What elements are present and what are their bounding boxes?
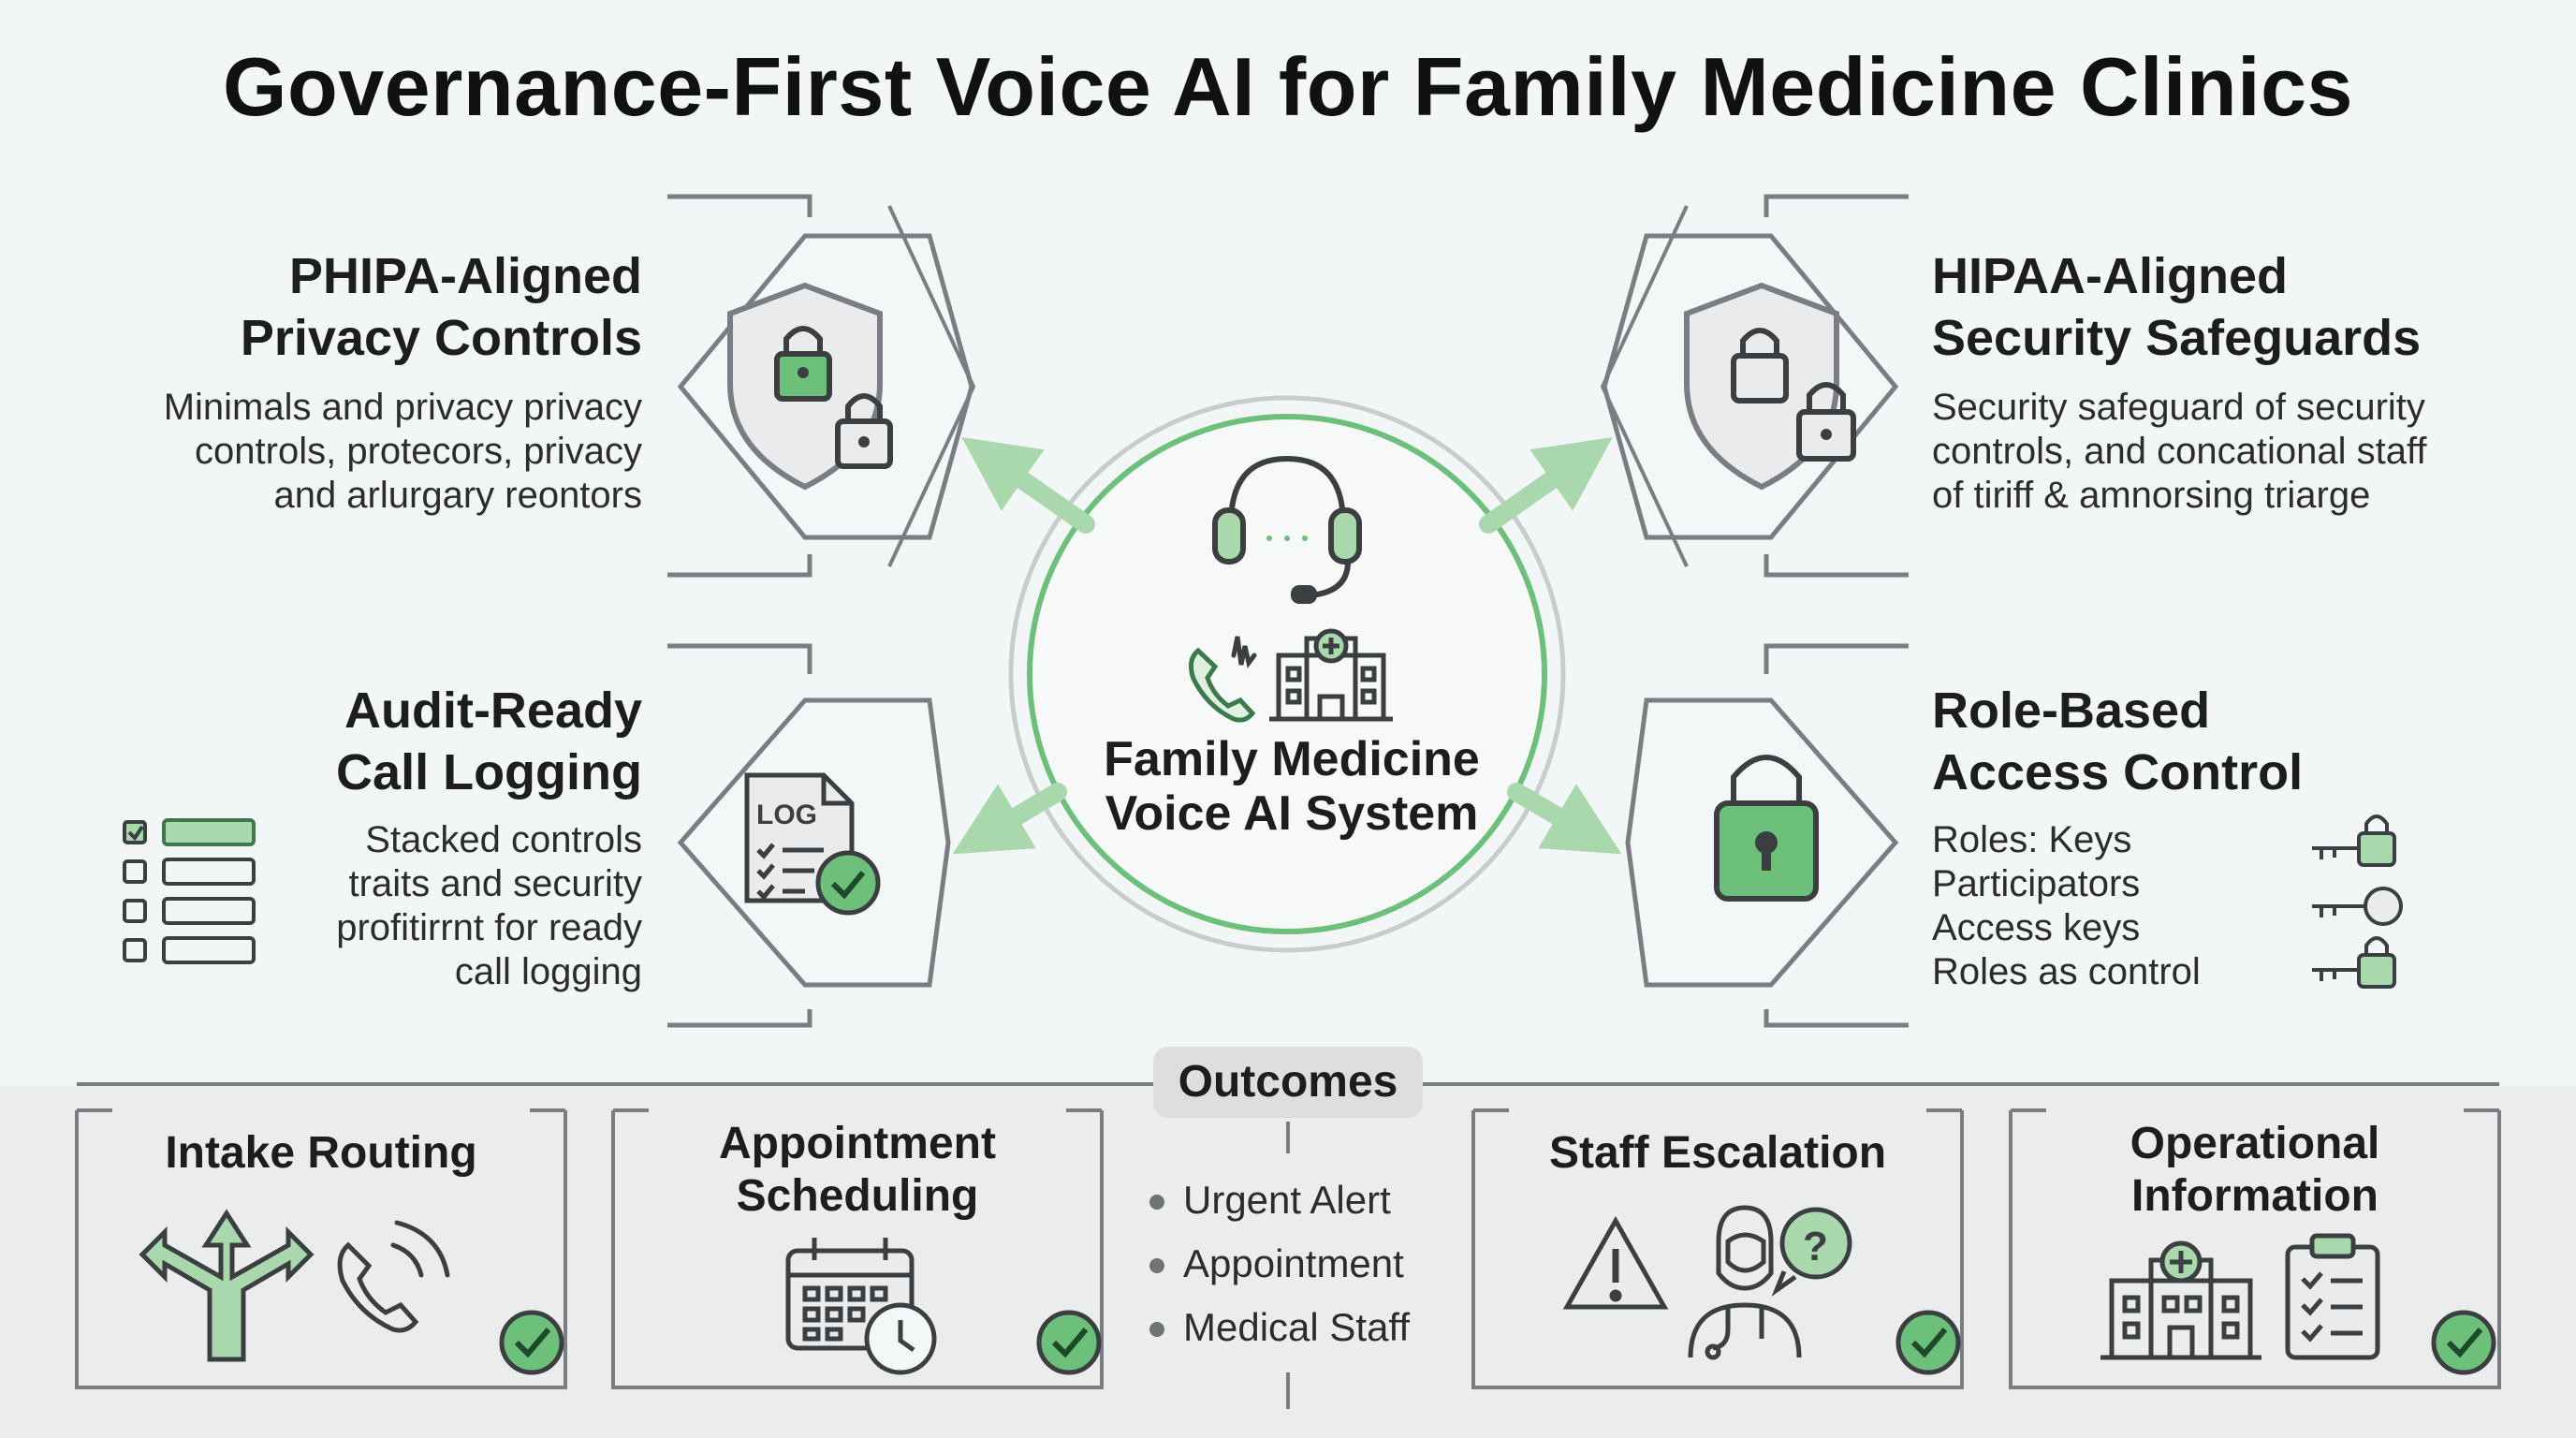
outcomes-frame	[75, 1082, 2501, 1409]
rbac-description: Roles: Keys Participators Access keys Ro…	[1932, 818, 2288, 994]
shield-lock-icon	[727, 282, 893, 491]
rbac-desc-line: Participators	[1932, 863, 2141, 904]
bullet-item: Appointment	[1144, 1232, 1410, 1296]
log-label: LOG	[756, 800, 817, 830]
rbac-desc-line: Roles as control	[1932, 951, 2201, 992]
card-operational-title: Operational Information	[2011, 1118, 2499, 1223]
card-staff-escalation-title: Staff Escalation	[1473, 1127, 1962, 1180]
audit-desc-line: Stacked controls	[365, 819, 642, 860]
card-title-line1: Operational	[2130, 1119, 2380, 1168]
hipaa-desc-line: Security safeguard of security	[1932, 387, 2425, 428]
card-title-line2: Scheduling	[736, 1171, 979, 1221]
phipa-desc-line: controls, protecors, privacy	[195, 431, 642, 472]
rbac-title-line1: Role-Based	[1932, 682, 2211, 739]
hipaa-description: Security safeguard of security controls,…	[1932, 386, 2550, 518]
audit-description: Stacked controls traits and security pro…	[281, 818, 642, 994]
keys-icon	[2312, 814, 2403, 989]
audit-desc-line: profitirrnt for ready	[336, 907, 642, 948]
outcomes-bullet-list: Urgent Alert Appointment Medical Staff	[1144, 1168, 1410, 1359]
phipa-title-line1: PHIPA-Aligned	[289, 248, 642, 304]
center-label-line2: Voice AI System	[1105, 786, 1479, 841]
audit-title-line2: Call Logging	[336, 744, 642, 800]
card-title-line1: Intake Routing	[165, 1128, 477, 1178]
rbac-title: Role-Based Access Control	[1932, 680, 2456, 803]
audit-desc-line: traits and security	[348, 863, 642, 904]
phipa-desc-line: Minimals and privacy privacy	[163, 387, 642, 428]
svg-text:?: ?	[1803, 1224, 1828, 1269]
audit-title-line1: Audit-Ready	[344, 682, 642, 739]
headset-icon	[1212, 455, 1362, 604]
checklist-icon	[123, 818, 256, 964]
page-title: Governance-First Voice AI for Family Med…	[223, 40, 2353, 133]
check-icon-2	[1036, 1310, 1102, 1375]
card-intake-routing-title: Intake Routing	[77, 1127, 565, 1180]
bullet-item: Urgent Alert	[1144, 1168, 1410, 1232]
card-title-line1: Appointment	[719, 1119, 996, 1168]
hospital-clipboard-icon	[2100, 1233, 2380, 1360]
audit-desc-line: call logging	[454, 951, 642, 992]
check-icon-4	[2431, 1310, 2496, 1375]
card-appointment-title: Appointment Scheduling	[613, 1118, 1102, 1223]
rbac-desc-line: Access keys	[1932, 907, 2141, 948]
split-arrow-icon	[139, 1209, 315, 1362]
phipa-desc-line: and arlurgary reontors	[273, 475, 642, 516]
log-document-icon	[744, 772, 881, 916]
hospital-icon	[1269, 628, 1393, 722]
shield-lock-icon-2	[1684, 282, 1856, 491]
phipa-title-line2: Privacy Controls	[240, 310, 642, 366]
outcomes-label: Outcomes	[1153, 1047, 1423, 1118]
warning-doctor-icon: ?	[1562, 1205, 1852, 1360]
rbac-title-line2: Access Control	[1932, 744, 2304, 800]
card-title-line1: Staff Escalation	[1548, 1128, 1887, 1178]
hipaa-desc-line: controls, and concational staff	[1932, 431, 2427, 472]
center-label: Family Medicine Voice AI System	[1011, 732, 1573, 841]
card-title-line2: Information	[2131, 1171, 2378, 1221]
rbac-desc-line: Roles: Keys	[1932, 819, 2132, 860]
calendar-clock-icon	[785, 1238, 937, 1375]
padlock-icon	[1714, 755, 1819, 902]
hipaa-title-line2: Security Safeguards	[1932, 310, 2422, 366]
check-icon-1	[499, 1310, 564, 1375]
hipaa-title: HIPAA-Aligned Security Safeguards	[1932, 245, 2531, 369]
phipa-description: Minimals and privacy privacy controls, p…	[37, 386, 642, 518]
center-label-line1: Family Medicine	[1104, 732, 1480, 786]
phone-wave-icon	[1188, 636, 1257, 723]
check-icon-3	[1895, 1310, 1961, 1375]
phipa-title: PHIPA-Aligned Privacy Controls	[131, 245, 642, 369]
hipaa-desc-line: of tiriff & amnorsing triarge	[1932, 475, 2371, 516]
ringing-phone-icon	[337, 1220, 450, 1333]
hipaa-title-line1: HIPAA-Aligned	[1932, 248, 2288, 304]
bullet-item: Medical Staff	[1144, 1296, 1410, 1359]
connector-arrows	[952, 437, 1622, 855]
audit-title: Audit-Ready Call Logging	[225, 680, 642, 803]
